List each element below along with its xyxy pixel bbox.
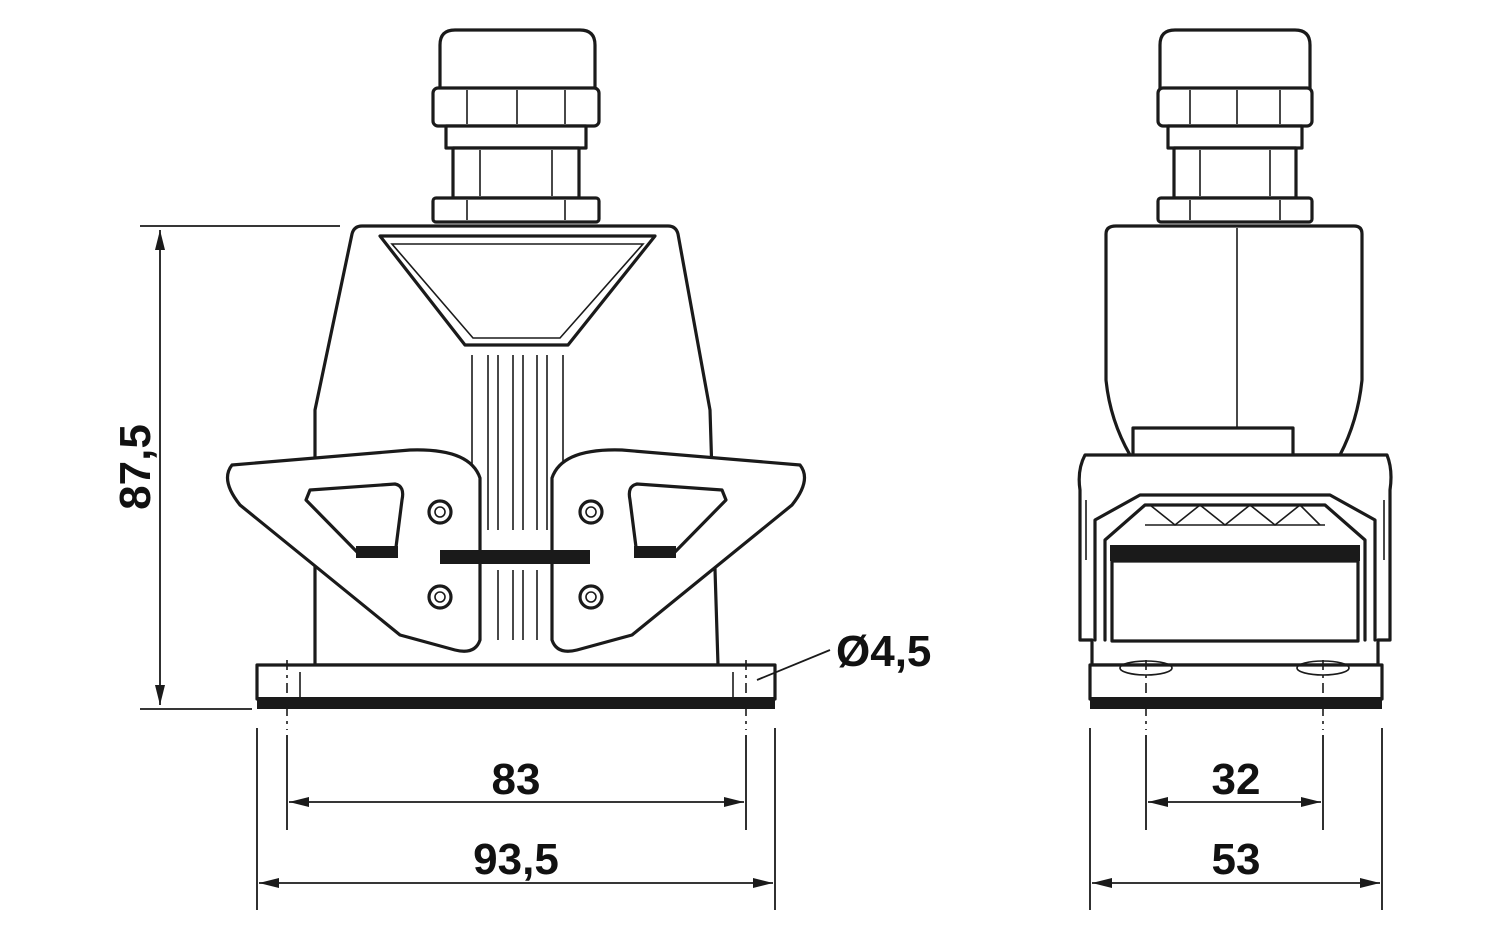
front-seal-band	[440, 550, 590, 564]
side-width-dimensions	[1089, 728, 1383, 910]
side-view: 32 53	[1077, 28, 1393, 910]
front-flange	[255, 660, 777, 730]
overall-width-label: 93,5	[473, 835, 559, 884]
side-flange	[1088, 660, 1384, 730]
side-housing	[1104, 224, 1364, 460]
front-cable-gland	[431, 28, 601, 224]
hole-diameter-label: Ø4,5	[836, 627, 931, 676]
front-locking-lever-right	[550, 448, 807, 653]
front-locking-lever-left	[225, 448, 482, 653]
overall-depth-label: 53	[1212, 835, 1261, 884]
hole-spacing-width-label: 83	[492, 755, 541, 804]
height-dimension-label: 87,5	[111, 424, 160, 510]
side-locking-lever	[1077, 453, 1393, 667]
side-cable-gland	[1156, 28, 1314, 224]
height-dimension	[140, 225, 340, 710]
front-screws	[427, 499, 604, 610]
front-width-dimensions	[256, 728, 776, 910]
hole-spacing-depth-label: 32	[1212, 755, 1261, 804]
front-view: 87,5 83 93,5 Ø4,5	[111, 28, 931, 910]
hole-diameter-leader	[756, 649, 831, 681]
